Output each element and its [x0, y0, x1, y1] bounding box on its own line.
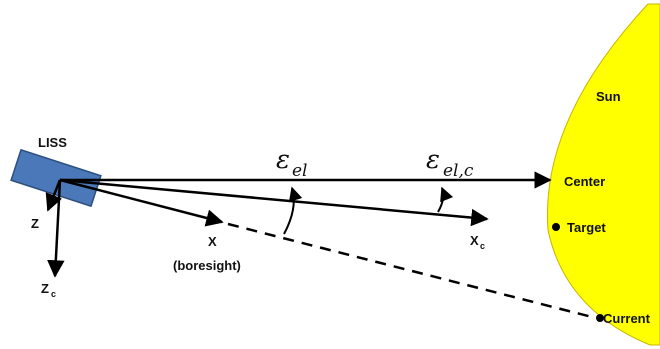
- current-label: Current: [603, 311, 651, 326]
- zc-subscript: c: [51, 289, 56, 299]
- zc-label: Z: [41, 281, 49, 296]
- boresight-dashed-line: [227, 222, 597, 320]
- center-label: Center: [564, 174, 605, 189]
- zc-axis: [47, 179, 65, 278]
- eps-elc-subscript: el,c: [443, 161, 474, 181]
- target-label: Target: [567, 220, 606, 235]
- eps-el-arc: [283, 186, 303, 235]
- sun-shape: [546, 3, 660, 346]
- sun-label: Sun: [596, 89, 621, 104]
- x-label: X: [208, 234, 217, 249]
- z-axis: [45, 179, 62, 212]
- boresight-label: (boresight): [173, 258, 241, 273]
- z-label: Z: [31, 216, 39, 231]
- xc-subscript: c: [480, 241, 485, 251]
- eps-elc-symbol: ε: [426, 145, 440, 175]
- target-dot: [552, 223, 560, 231]
- eps-el-subscript: el: [292, 161, 308, 181]
- eps-elc-arc: [437, 186, 454, 213]
- eps-el-symbol: ε: [276, 145, 290, 175]
- x-boresight-axis: [59, 178, 224, 227]
- xc-axis: [59, 178, 489, 227]
- liss-label: LISS: [38, 135, 67, 150]
- liss-sensor-body: [10, 148, 102, 208]
- current-dot: [596, 314, 604, 322]
- xc-label: X: [470, 233, 479, 248]
